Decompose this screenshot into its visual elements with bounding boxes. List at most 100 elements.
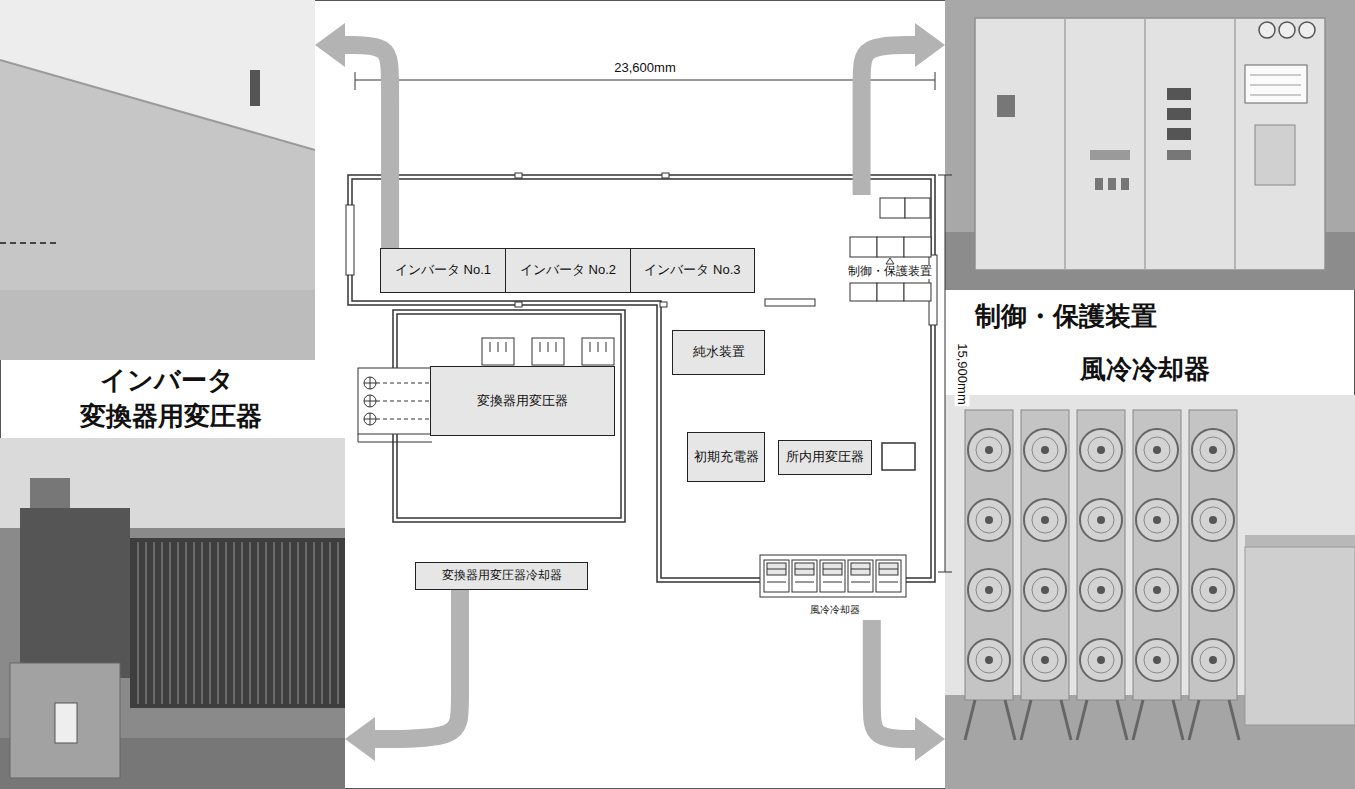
control-panel-photo-part: [1167, 88, 1191, 100]
air-cooler-photo-part: [1080, 499, 1122, 541]
panel-footprint-part: [850, 283, 877, 301]
cooler-footprint-part: [876, 560, 901, 592]
air-cooler-photo-part: [1136, 429, 1178, 471]
transformer-photo-part: [10, 663, 120, 778]
dimension-line-part: [355, 80, 935, 81]
air-cooler-photo-part: [968, 569, 1010, 611]
control-panel-photo-part: [1250, 85, 1301, 86]
air-cooler-photo-part: [1021, 410, 1069, 700]
cooler-footprint: [760, 555, 906, 597]
inverter-photo-part: [0, 60, 315, 150]
node-label: 風冷冷却器: [809, 604, 861, 616]
building-outline: [346, 173, 937, 583]
bushing-box-part: [490, 342, 606, 352]
node-label: インバータ No.2: [520, 263, 616, 278]
air-cooler-photo-part: [1192, 569, 1234, 611]
control-panel-photo-part: [1108, 178, 1116, 190]
transformer-photo: [0, 438, 345, 789]
photo-caption: 変換器用変圧器: [80, 402, 262, 432]
panel-footprint-part: [904, 283, 931, 301]
transformer-photo-part: [130, 538, 345, 708]
control-panel-photo-part: [1090, 150, 1130, 160]
dimension-line-part: [945, 175, 946, 572]
curved-arrow: [345, 590, 460, 761]
curved-arrow: [872, 620, 945, 761]
control-panel-photo-part: [1245, 65, 1307, 103]
control-panel-photo-part: [1095, 178, 1103, 190]
arrow-shaft: [375, 590, 460, 739]
building-outline-part: [515, 173, 522, 178]
air-cooler-photo-part: [1080, 639, 1122, 681]
photo-caption-node: 変換器用変圧器: [0, 400, 345, 789]
air-cooler-photo-part: [968, 639, 1010, 681]
arrow-shaft: [862, 45, 915, 195]
cooler-footprint-part: [760, 555, 906, 597]
panel-footprint-part: [880, 198, 905, 218]
control-panel-photo-part: [1167, 108, 1191, 120]
arrow-head: [915, 717, 945, 761]
building-outline-part: [515, 302, 522, 307]
photo-caption-node: 風冷冷却器: [945, 352, 1355, 789]
transformer-photo-part: [0, 438, 345, 789]
air-cooler-photo-part: [1024, 499, 1066, 541]
inverter-photo-part: [0, 290, 315, 360]
building-outline-part: [352, 179, 931, 578]
node-label: 変換器用変圧器: [477, 394, 568, 409]
curved-arrow: [862, 23, 945, 195]
terminal-box-part: [376, 383, 430, 419]
panel-group: 制御・保護装置: [841, 195, 939, 307]
inverter-box: インバータ No.2: [505, 248, 631, 293]
arrow-head: [345, 717, 375, 761]
node-label: インバータ No.1: [395, 263, 491, 278]
air-cooler-photo-part: [1136, 639, 1178, 681]
node-label: 変換器用変圧器冷却器: [442, 569, 562, 583]
panel-footprint-part: [850, 237, 877, 257]
control-panel-photo-part: [1167, 128, 1191, 140]
node-label: 制御・保護装置: [847, 265, 933, 279]
equipment-box: 純水装置: [672, 330, 765, 375]
panel-footprint-part: [877, 237, 904, 257]
control-panel-photo-part: [1250, 95, 1301, 96]
dimension-label: 23,600mm: [612, 61, 677, 76]
panel-footprint: [850, 198, 931, 301]
dimension-line-part: [935, 72, 936, 90]
control-panel-photo-part: [1234, 18, 1236, 270]
dimension-line-part: [938, 572, 952, 573]
cooler-footprint-part: [764, 560, 789, 592]
terminal-box: [358, 368, 432, 442]
air-cooler-photo-part: [1077, 410, 1125, 700]
air-cooler-photo-part: [1136, 569, 1178, 611]
control-panel-photo-part: [1167, 150, 1191, 160]
equipment-box: [882, 443, 915, 470]
control-panel-photo-part: [1144, 18, 1146, 270]
photo-caption-node: インバータ: [0, 0, 315, 402]
cooler-group: 風冷冷却器: [755, 552, 915, 620]
inverter-photo-part: [250, 70, 260, 106]
control-panel-photo-part: [1299, 22, 1315, 38]
curved-arrow: [315, 23, 390, 248]
equipment-box: 所内用変圧器: [778, 440, 872, 475]
inverter-photo-part: [0, 242, 60, 244]
transformer-photo-part: [30, 478, 70, 508]
photo-caption: 制御・保護装置: [975, 302, 1157, 332]
transformer-enclosure-part: [397, 314, 621, 518]
control-panel-photo-part: [997, 95, 1015, 117]
transformer-photo-part: [55, 703, 77, 743]
cooler-footprint-part: [792, 560, 817, 592]
air-cooler-photo: [945, 395, 1355, 789]
inverter-box: インバータ No.1: [380, 248, 506, 293]
building-outline-part: [765, 299, 815, 306]
terminal-box-part: [358, 434, 432, 442]
control-panel-photo-part: [1250, 75, 1301, 76]
control-panel-photo-part: [975, 18, 1325, 270]
air-cooler-photo-part: [945, 395, 1355, 789]
air-cooler-photo-part: [1024, 429, 1066, 471]
air-cooler-photo-part: [1192, 429, 1234, 471]
control-panel-photo-part: [1064, 18, 1066, 270]
air-cooler-photo-part: [965, 700, 1239, 740]
panel-footprint-part: [905, 198, 930, 218]
